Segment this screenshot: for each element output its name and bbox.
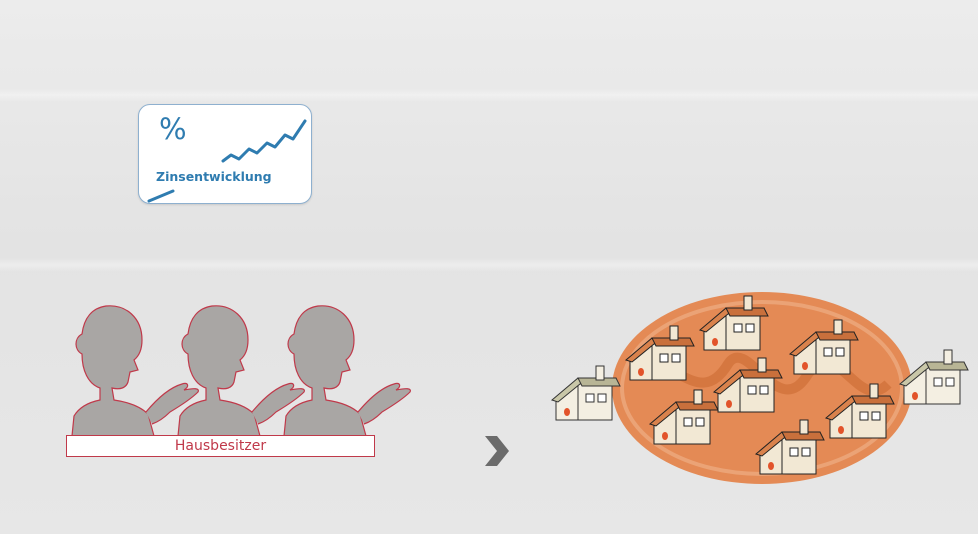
owners-label: Hausbesitzer	[66, 435, 375, 457]
house-icon	[551, 365, 621, 421]
person-silhouette-icon	[283, 305, 411, 437]
background-band	[0, 258, 978, 272]
chevron-right-icon	[485, 436, 509, 466]
percent-symbol: %	[159, 112, 187, 146]
background-band	[0, 88, 978, 102]
interest-development-card: % Zinsentwicklung	[138, 104, 312, 204]
owners-group	[71, 305, 411, 437]
house-icon	[899, 349, 969, 405]
interest-card-label: Zinsentwicklung	[156, 169, 272, 184]
estate-illustration	[551, 292, 969, 484]
trend-line-icon	[147, 119, 307, 203]
